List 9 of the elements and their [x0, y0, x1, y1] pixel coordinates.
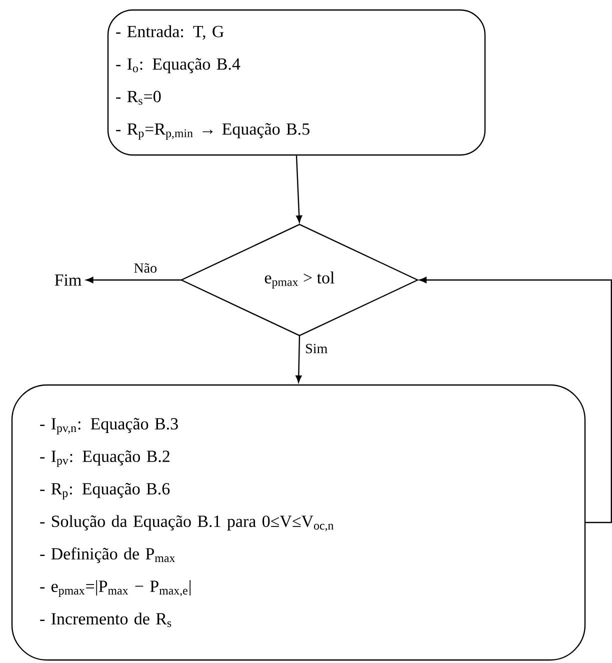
edge-label: Não [132, 262, 158, 274]
process-box: - I$_{pv,n}$: Equação B.3 - I$_{pv}$: Equação B.2 - R$_{p}$: Equação B.6 - Solução da Equação B.1 para 0≤V≤V$_{oc,n}$ - Definição de P$_{max}$ - e$_{pmax}$=|P$_{max}$ − P$_{max,e}$| - Incremento de R$_{s}$ [11, 384, 586, 661]
arrow [86, 276, 182, 284]
end-label: Fim [54, 274, 82, 286]
edge-label: Sim [304, 342, 329, 354]
arrow [296, 336, 302, 383]
arrow [296, 156, 302, 223]
process-box: - Entrada: T, G - I$_{o}$: Equação B.4 - R$_{s}$=0 - R$_{p}$=R$_{p,min}$ → Equação B.5 [107, 9, 486, 156]
arrow [419, 276, 612, 524]
